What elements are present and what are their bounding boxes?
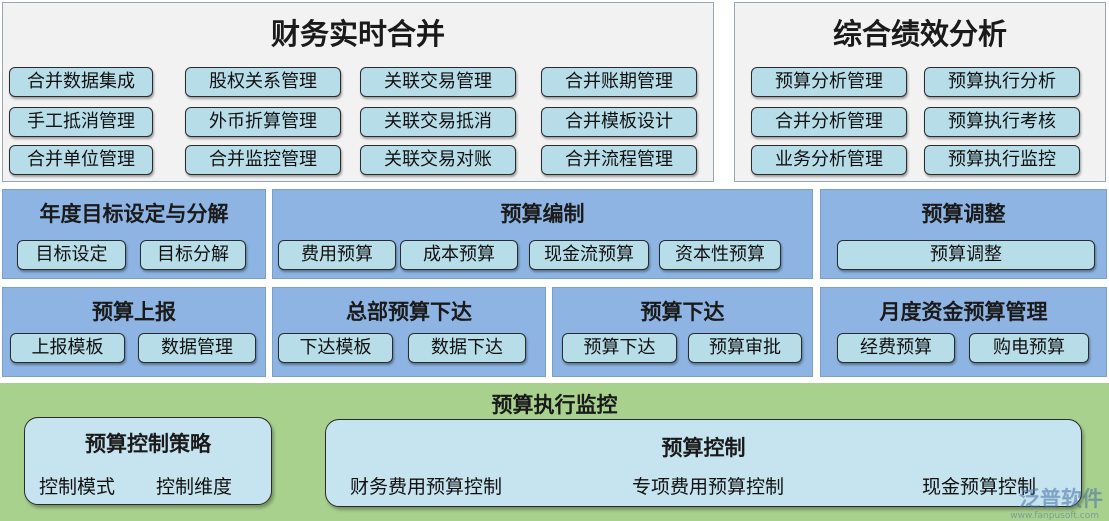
hq-budget-issue-panel: 总部预算下达 下达模板 数据下达: [272, 287, 546, 377]
budget-compile-title: 预算编制: [500, 202, 585, 226]
module-chip[interactable]: 购电预算: [969, 333, 1089, 363]
watermark-url: www.fanpusoft.com: [1010, 511, 1099, 521]
module-chip[interactable]: 目标设定: [17, 240, 126, 270]
module-chip[interactable]: 手工抵消管理: [9, 107, 153, 137]
module-chip[interactable]: 合并分析管理: [751, 107, 907, 137]
watermark-logo: 泛普软件: [1019, 487, 1103, 511]
module-chip[interactable]: 预算执行分析: [924, 67, 1080, 97]
budget-adjust-panel: 预算调整 预算调整: [820, 189, 1107, 279]
module-chip[interactable]: 经费预算: [837, 333, 955, 363]
module-chip[interactable]: 数据管理: [138, 333, 256, 363]
control-strategy-box[interactable]: 预算控制策略 控制模式 控制维度: [24, 417, 272, 505]
module-chip[interactable]: 预算分析管理: [751, 67, 907, 97]
module-chip[interactable]: 资本性预算: [659, 240, 781, 270]
module-chip[interactable]: 预算调整: [837, 240, 1095, 270]
module-chip[interactable]: 预算审批: [688, 333, 802, 363]
monthly-fund-title: 月度资金预算管理: [879, 300, 1048, 324]
annual-target-panel: 年度目标设定与分解 目标设定 目标分解: [2, 189, 266, 279]
annual-target-title: 年度目标设定与分解: [39, 202, 229, 226]
budget-adjust-title: 预算调整: [921, 202, 1006, 226]
module-chip[interactable]: 现金流预算: [529, 240, 649, 270]
module-chip[interactable]: 关联交易抵消: [360, 107, 516, 137]
module-chip[interactable]: 预算执行监控: [924, 145, 1080, 175]
budget-monitor-panel: 预算执行监控 预算控制策略 控制模式 控制维度 预算控制 财务费用预算控制 专项…: [0, 383, 1109, 521]
module-chip[interactable]: 数据下达: [408, 333, 526, 363]
module-chip[interactable]: 成本预算: [400, 240, 518, 270]
module-chip[interactable]: 合并监控管理: [185, 145, 341, 175]
module-chip[interactable]: 合并数据集成: [9, 67, 153, 97]
budget-control-box[interactable]: 预算控制 财务费用预算控制 专项费用预算控制 现金预算控制: [325, 419, 1082, 507]
finance-consolidation-title: 财务实时合并: [270, 17, 445, 51]
module-chip[interactable]: 关联交易对账: [360, 145, 516, 175]
budget-control-item[interactable]: 财务费用预算控制: [350, 476, 503, 498]
hq-budget-issue-title: 总部预算下达: [346, 300, 472, 324]
module-chip[interactable]: 股权关系管理: [185, 67, 341, 97]
performance-analysis-panel: 综合绩效分析 预算分析管理 预算执行分析 合并分析管理 预算执行考核 业务分析管…: [734, 2, 1106, 182]
module-chip[interactable]: 业务分析管理: [751, 145, 907, 175]
control-strategy-item[interactable]: 控制维度: [156, 476, 233, 498]
budget-control-title: 预算控制: [661, 436, 746, 460]
budget-compile-panel: 预算编制 费用预算 成本预算 现金流预算 资本性预算: [272, 189, 813, 279]
module-chip[interactable]: 预算下达: [562, 333, 677, 363]
module-chip[interactable]: 关联交易管理: [360, 67, 516, 97]
module-chip[interactable]: 合并单位管理: [9, 145, 153, 175]
budget-issue-title: 预算下达: [640, 300, 725, 324]
module-chip[interactable]: 费用预算: [278, 240, 396, 270]
budget-report-panel: 预算上报 上报模板 数据管理: [2, 287, 266, 377]
control-strategy-item[interactable]: 控制模式: [39, 476, 116, 498]
budget-issue-panel: 预算下达 预算下达 预算审批: [552, 287, 813, 377]
control-strategy-title: 预算控制策略: [85, 432, 211, 456]
module-chip[interactable]: 合并账期管理: [541, 67, 697, 97]
module-chip[interactable]: 合并模板设计: [541, 107, 697, 137]
module-chip[interactable]: 目标分解: [140, 240, 246, 270]
module-chip[interactable]: 外币折算管理: [185, 107, 341, 137]
finance-consolidation-panel: 财务实时合并 合并数据集成 股权关系管理 关联交易管理 合并账期管理 手工抵消管…: [2, 2, 714, 182]
module-chip[interactable]: 合并流程管理: [541, 145, 697, 175]
performance-analysis-title: 综合绩效分析: [832, 17, 1007, 51]
module-chip[interactable]: 下达模板: [278, 333, 393, 363]
budget-control-item[interactable]: 现金预算控制: [922, 476, 1037, 498]
budget-control-item[interactable]: 专项费用预算控制: [632, 476, 785, 498]
module-chip[interactable]: 上报模板: [10, 333, 125, 363]
budget-monitor-title: 预算执行监控: [491, 393, 618, 417]
monthly-fund-panel: 月度资金预算管理 经费预算 购电预算: [820, 287, 1107, 377]
budget-report-title: 预算上报: [92, 300, 176, 324]
module-chip[interactable]: 预算执行考核: [924, 107, 1080, 137]
